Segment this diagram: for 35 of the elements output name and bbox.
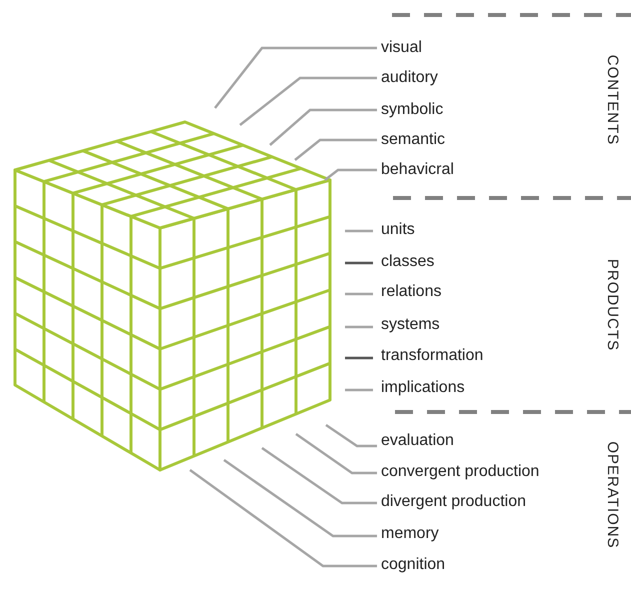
leader-line [324,168,377,181]
dimension-label: units [381,221,415,239]
dimension-label: systems [381,316,440,334]
dimension-label: symbolic [381,101,444,119]
leader-line [269,108,377,146]
leader-line [345,326,373,328]
dimension-label: semantic [381,131,446,149]
dimension-label: memory [381,525,439,543]
leader-line [295,432,377,474]
dimension-label: transformation [381,347,484,365]
dimension-label: evaluation [381,432,454,450]
leader-line [239,76,377,126]
dimension-label: implications [381,379,465,397]
leader-line [223,458,377,538]
dimension-label: classes [381,253,434,271]
axis-heading: PRODUCTS [604,258,621,352]
leader-line [345,230,373,232]
axis-heading: OPERATIONS [604,441,621,549]
axis-heading: CONTENTS [604,54,621,146]
leader-line [345,356,373,360]
dimension-label: convergent production [381,463,540,481]
leader-line [345,388,373,392]
leader-line [345,292,373,296]
dimension-label: relations [381,283,442,301]
leader-line [261,446,377,504]
leader-line [294,138,377,161]
leader-line [189,468,377,568]
dimension-label: divergent production [381,493,526,511]
dimension-label: auditory [381,69,438,87]
dimension-label: behavicral [381,161,454,179]
leader-line [214,46,377,109]
leader-line [345,262,373,264]
dimension-label: cognition [381,556,446,574]
dimension-label: visual [381,39,422,57]
leader-line [325,424,377,448]
